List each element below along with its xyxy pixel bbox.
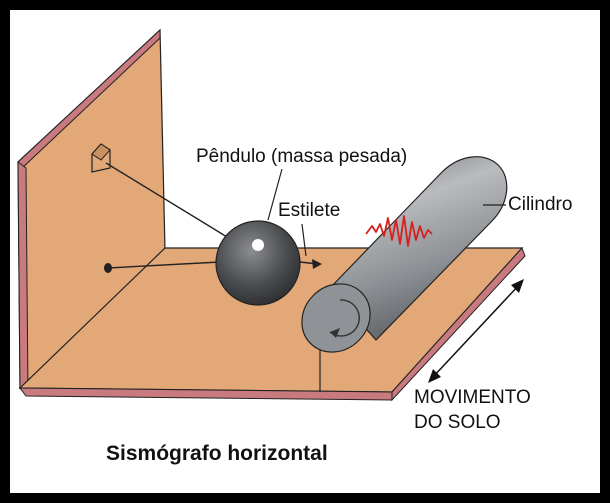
ground-motion-arrow-icon [428, 279, 524, 383]
ground-motion-label-1: MOVIMENTO [414, 387, 531, 408]
vertical-board [17, 28, 166, 396]
stylus-label: Estilete [278, 200, 340, 221]
mass-highlight [252, 239, 264, 251]
pendulum-mass [215, 220, 301, 306]
suspension-wire [105, 162, 233, 241]
rotation-arrow-icon [329, 299, 360, 337]
seismogram-trace [365, 215, 433, 247]
pendulum-leader [267, 168, 283, 221]
ground-motion-label-2: DO SOLO [414, 412, 501, 433]
diagram-frame: Pêndulo (massa pesada) Estilete Cilindro… [10, 10, 600, 493]
stylus-leader [301, 223, 307, 257]
pivot-arm [107, 261, 221, 269]
seismograph-diagram: Pêndulo (massa pesada) Estilete Cilindro… [17, 28, 572, 465]
rotation-arrowhead-icon [330, 328, 340, 338]
pivot-point [104, 263, 112, 273]
drum-cylinder [301, 156, 508, 353]
cylinder-label: Cilindro [508, 194, 572, 215]
diagram-caption: Sismógrafo horizontal [106, 442, 328, 465]
stylus-arrow-icon [312, 259, 322, 269]
wall-mount [91, 143, 111, 173]
pendulum-label: Pêndulo (massa pesada) [196, 146, 407, 167]
